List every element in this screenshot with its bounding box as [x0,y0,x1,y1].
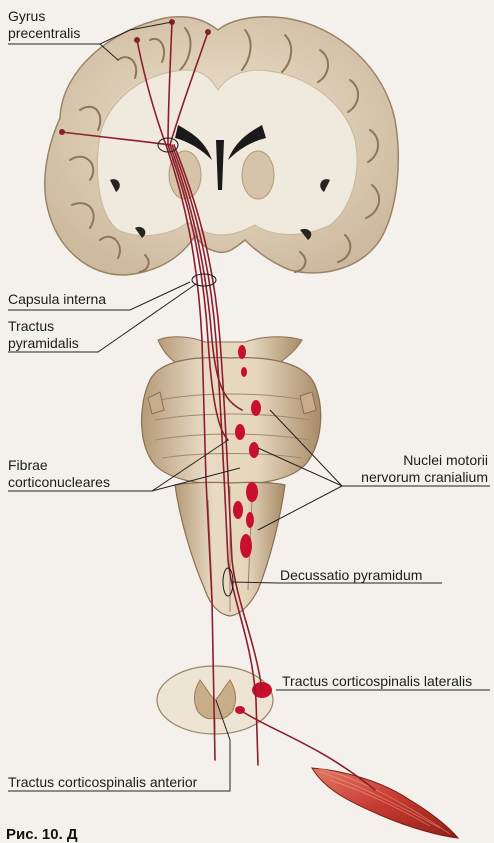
figure-caption: Рис. 10. Д [6,826,78,843]
label-tractus-line1: Tractus [8,318,79,335]
muscle [312,768,458,838]
label-gyrus-line2: precentralis [8,25,80,42]
label-tractus-line2: pyramidalis [8,335,79,352]
label-nuclei-line1: Nuclei motorii [361,452,488,469]
label-fibrae-line1: Fibrae [8,457,110,474]
label-nuclei-line2: nervorum cranialium [361,469,488,486]
label-fibrae-line2: corticonucleares [8,474,110,491]
white-matter [97,70,357,236]
label-nuclei-motorii: Nuclei motorii nervorum cranialium [361,452,488,486]
label-tractus-corticospinalis-anterior: Tractus corticospinalis anterior [8,774,197,791]
label-capsula-interna: Capsula interna [8,291,106,308]
label-tractus-pyramidalis: Tractus pyramidalis [8,318,79,352]
label-gyrus-precentralis: Gyrus precentralis [8,8,80,42]
basal-ganglia-right [242,151,274,199]
muscle-belly [312,768,458,838]
pons [142,358,321,485]
label-fibrae-corticonucleares: Fibrae corticonucleares [8,457,110,491]
brain-coronal-section [45,17,398,275]
label-gyrus-line1: Gyrus [8,8,80,25]
label-tractus-corticospinalis-lateralis: Tractus corticospinalis lateralis [282,673,472,690]
label-decussatio-pyramidum: Decussatio pyramidum [280,567,422,584]
